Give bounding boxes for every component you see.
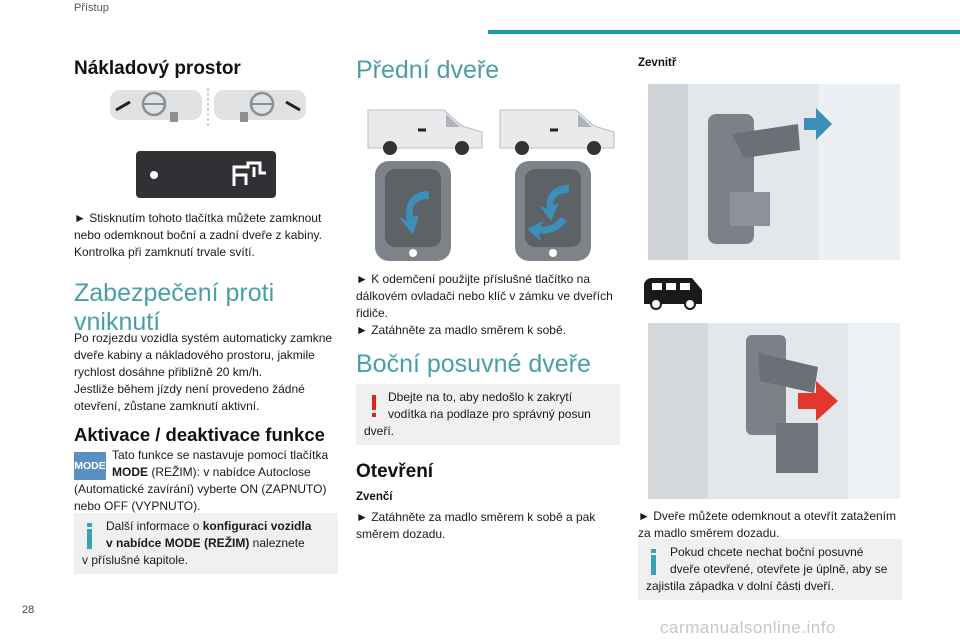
opening-title: Otevření (356, 461, 434, 482)
watermark: carmanualsonline.info (660, 618, 836, 637)
info-icon (87, 523, 92, 549)
outside-text: ► Zatáhněte za madlo směrem k sobě a pak… (356, 510, 596, 541)
page-number: 28 (22, 604, 35, 616)
cargo-lock-icon (150, 161, 266, 186)
cabin-lock-illustration (110, 88, 306, 128)
section-label: Přístup (74, 2, 109, 14)
inside-label: Zevnitř (638, 57, 677, 69)
warning-icon (372, 395, 376, 417)
info-icon (651, 549, 656, 575)
cargo-button-description: ► Stisknutím tohoto tlačítka můžete zamk… (74, 211, 322, 259)
header-rule (488, 30, 960, 34)
anti-intrusion-text: Po rozjezdu vozidla systém automaticky z… (74, 331, 333, 413)
activation-text: (Automatické zavírání) vyberte ON (ZAPNU… (74, 482, 327, 513)
info-note-config: Další informace o konfiguraci vozidla v … (74, 513, 338, 574)
sliding-doors-title: Boční posuvné dveře (356, 350, 591, 378)
inside-handle-photo-1 (648, 84, 900, 260)
door-handle-left (375, 161, 451, 261)
inside-text: ► Dveře můžete odemknout a otevřít zataž… (638, 509, 896, 540)
cargo-title: Nákladový prostor (74, 58, 241, 79)
cargo-lock-button (136, 151, 276, 198)
front-doors-text: ► K odemčení použijte příslušné tlačítko… (356, 272, 613, 337)
activation-text-right: Tato funkce se nastavuje pomocí tlačítka… (112, 448, 329, 479)
van-illustration-left (367, 109, 483, 155)
mode-icon: MODE (74, 452, 106, 480)
minibus-icon (644, 278, 702, 310)
front-doors-title: Přední dveře (356, 56, 500, 84)
inside-handle-photo-2 (648, 323, 900, 499)
activation-title: Aktivace / deaktivace funkce (74, 424, 325, 445)
van-illustration-right (499, 109, 615, 155)
door-handle-right (515, 161, 591, 261)
outside-label: Zvenčí (356, 491, 393, 503)
